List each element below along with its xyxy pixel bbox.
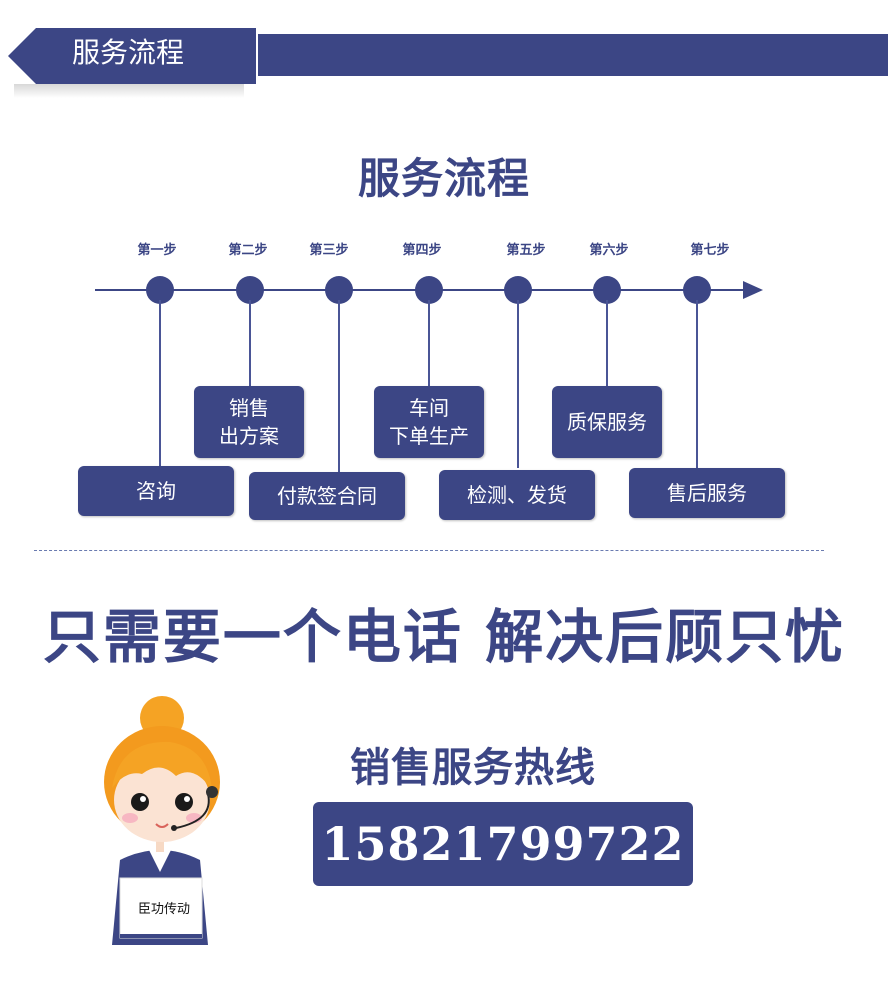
step-6-connector (606, 300, 608, 386)
step-1-box: 咨询 (78, 466, 234, 516)
customer-service-avatar-icon (104, 696, 220, 945)
step-4-connector (428, 300, 430, 386)
step-7-box: 售后服务 (629, 468, 785, 518)
step-7-connector (696, 300, 698, 468)
step-6-label: 第六步 (589, 243, 629, 258)
header-banner-title: 服务流程 (72, 36, 185, 69)
step-5-box: 检测、发货 (439, 470, 595, 520)
hotline-phone-number[interactable]: 15821799722 (313, 802, 693, 886)
hotline-title: 销售服务热线 (350, 744, 596, 791)
header-banner-shadow (14, 84, 244, 98)
section-divider (34, 550, 824, 551)
step-1-connector (159, 300, 161, 466)
step-3-label: 第三步 (309, 243, 349, 258)
step-7-node (683, 276, 711, 304)
step-2-label: 第二步 (228, 243, 268, 258)
step-2-connector (249, 300, 251, 386)
step-5-node (504, 276, 532, 304)
step-5-label: 第五步 (506, 243, 546, 258)
process-title: 服务流程 (357, 154, 530, 203)
step-6-box: 质保服务 (552, 386, 662, 458)
step-2-node (236, 276, 264, 304)
step-5-connector (517, 300, 519, 468)
step-4-box: 车间 下单生产 (374, 386, 484, 458)
step-1-node (146, 276, 174, 304)
step-3-box: 付款签合同 (249, 472, 405, 520)
slogan-text: 只需要一个电话 解决后顾只忧 (42, 603, 846, 671)
header-banner-tab (8, 28, 256, 84)
step-2-box: 销售 出方案 (194, 386, 304, 458)
sign-board-label: 臣功传动 (137, 902, 190, 917)
step-3-node (325, 276, 353, 304)
step-4-node (415, 276, 443, 304)
header-banner-bar (258, 34, 888, 76)
step-7-label: 第七步 (690, 243, 730, 258)
step-4-label: 第四步 (402, 243, 442, 258)
step-6-node (593, 276, 621, 304)
step-1-label: 第一步 (137, 243, 177, 258)
step-3-connector (338, 300, 340, 472)
